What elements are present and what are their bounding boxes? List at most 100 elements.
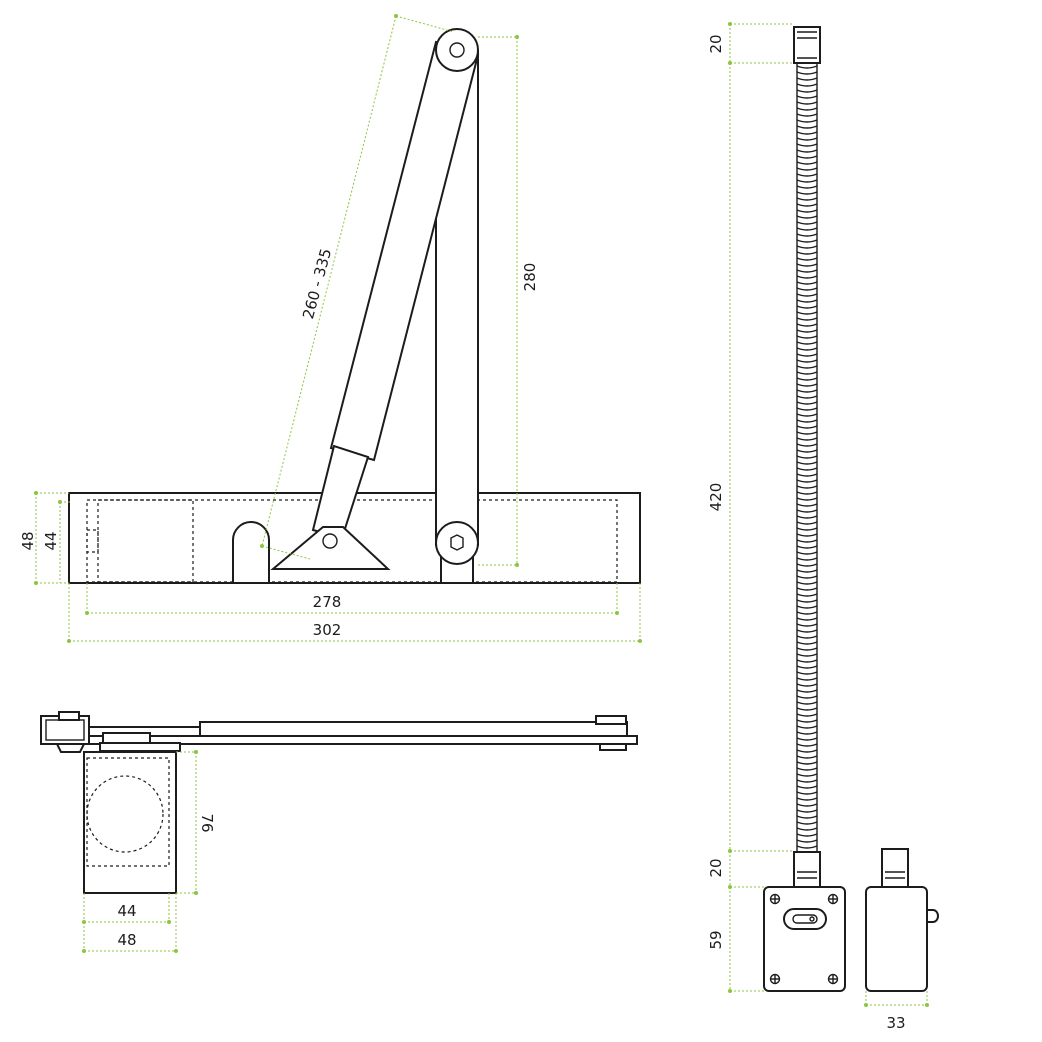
- conduit-rib: [796, 725, 818, 729]
- conduit-rib: [796, 455, 818, 459]
- conduit-rib: [796, 191, 818, 195]
- conduit-rib: [796, 335, 818, 339]
- conduit-rib: [796, 803, 818, 807]
- conduit-rib: [796, 785, 818, 789]
- conduit-rib: [796, 779, 818, 783]
- conduit-rib: [796, 257, 818, 261]
- screw-bottom-left-icon: [769, 973, 781, 985]
- conduit-rib: [796, 389, 818, 393]
- dim-bracket-depth: 76: [198, 813, 216, 832]
- top-bracket-cap: [102, 732, 151, 744]
- conduit-rib: [796, 581, 818, 585]
- top-arm-right-pin-lower: [599, 743, 627, 751]
- conduit-rib: [796, 167, 818, 171]
- junction-box-side: [865, 886, 928, 992]
- conduit-rib: [796, 113, 818, 117]
- conduit-rib: [796, 275, 818, 279]
- conduit-rib: [796, 119, 818, 123]
- conduit-rib: [796, 407, 818, 411]
- conduit-rib: [796, 395, 818, 399]
- conduit-rib: [796, 185, 818, 189]
- conduit-rib: [796, 323, 818, 327]
- dim-body-height-outer: 48: [19, 531, 37, 550]
- conduit-rib: [796, 449, 818, 453]
- conduit-rib: [796, 689, 818, 693]
- junction-box-slot-inner: [792, 914, 818, 924]
- conduit-rib: [796, 743, 818, 747]
- top-arm-foot: [55, 743, 86, 753]
- conduit-rib: [796, 641, 818, 645]
- dim-bracket-width-inner: 44: [117, 902, 136, 920]
- conduit-rib: [796, 149, 818, 153]
- conduit-rib: [796, 599, 818, 603]
- junction-box-led: [809, 916, 815, 922]
- conduit-rib: [796, 353, 818, 357]
- conduit-rib: [796, 371, 818, 375]
- conduit-rib: [796, 377, 818, 381]
- conduit-rib: [796, 545, 818, 549]
- dim-box-height: 59: [707, 930, 725, 949]
- screw-bottom-right-icon: [827, 973, 839, 985]
- top-spindle-hidden: [86, 775, 164, 853]
- conduit-rib: [796, 461, 818, 465]
- conduit-rib: [796, 203, 818, 207]
- top-closer-body: [83, 751, 177, 894]
- conduit-rib: [796, 143, 818, 147]
- flexible-conduit: [796, 63, 818, 852]
- dim-arm-length: 260 - 335: [299, 246, 335, 320]
- conduit-rib: [796, 359, 818, 363]
- conduit-rib: [796, 683, 818, 687]
- dim-cable-top-end: 20: [707, 34, 725, 53]
- conduit-rib: [796, 587, 818, 591]
- conduit-rib: [796, 281, 818, 285]
- conduit-rib: [796, 317, 818, 321]
- conduit-rib: [796, 593, 818, 597]
- junction-box-slot: [783, 908, 827, 930]
- conduit-rib: [796, 287, 818, 291]
- screw-top-left-icon: [769, 893, 781, 905]
- conduit-rib: [796, 653, 818, 657]
- conduit-rib: [796, 845, 818, 849]
- cable-top-ferrule: [793, 26, 821, 64]
- conduit-rib: [796, 347, 818, 351]
- conduit-rib: [796, 539, 818, 543]
- conduit-rib: [796, 713, 818, 717]
- conduit-rib: [796, 311, 818, 315]
- conduit-rib: [796, 419, 818, 423]
- conduit-rib: [796, 671, 818, 675]
- cable-bottom-ferrule: [793, 851, 821, 889]
- conduit-rib: [796, 263, 818, 267]
- conduit-rib: [796, 227, 818, 231]
- conduit-rib: [796, 665, 818, 669]
- conduit-rib: [796, 179, 818, 183]
- conduit-rib: [796, 521, 818, 525]
- conduit-rib: [796, 809, 818, 813]
- conduit-rib: [796, 245, 818, 249]
- conduit-rib: [796, 293, 818, 297]
- conduit-rib: [796, 299, 818, 303]
- conduit-rib: [796, 215, 818, 219]
- conduit-rib: [796, 797, 818, 801]
- top-arm-upper: [199, 721, 628, 737]
- conduit-rib: [796, 821, 818, 825]
- conduit-rib: [796, 101, 818, 105]
- dim-body-height-inner: 44: [42, 531, 60, 550]
- conduit-rib: [796, 251, 818, 255]
- conduit-rib: [796, 233, 818, 237]
- conduit-rib: [796, 197, 818, 201]
- conduit-rib: [796, 569, 818, 573]
- conduit-rib: [796, 491, 818, 495]
- conduit-rib: [796, 239, 818, 243]
- conduit-rib: [796, 527, 818, 531]
- conduit-rib: [796, 137, 818, 141]
- conduit-rib: [796, 551, 818, 555]
- junction-box-side-button: [926, 909, 939, 923]
- conduit-rib: [796, 629, 818, 633]
- conduit-rib: [796, 737, 818, 741]
- conduit-rib: [796, 467, 818, 471]
- closer-adjust-hidden: [86, 529, 99, 553]
- conduit-rib: [796, 509, 818, 513]
- dim-body-length-inner: 278: [313, 593, 342, 611]
- conduit-rib: [796, 557, 818, 561]
